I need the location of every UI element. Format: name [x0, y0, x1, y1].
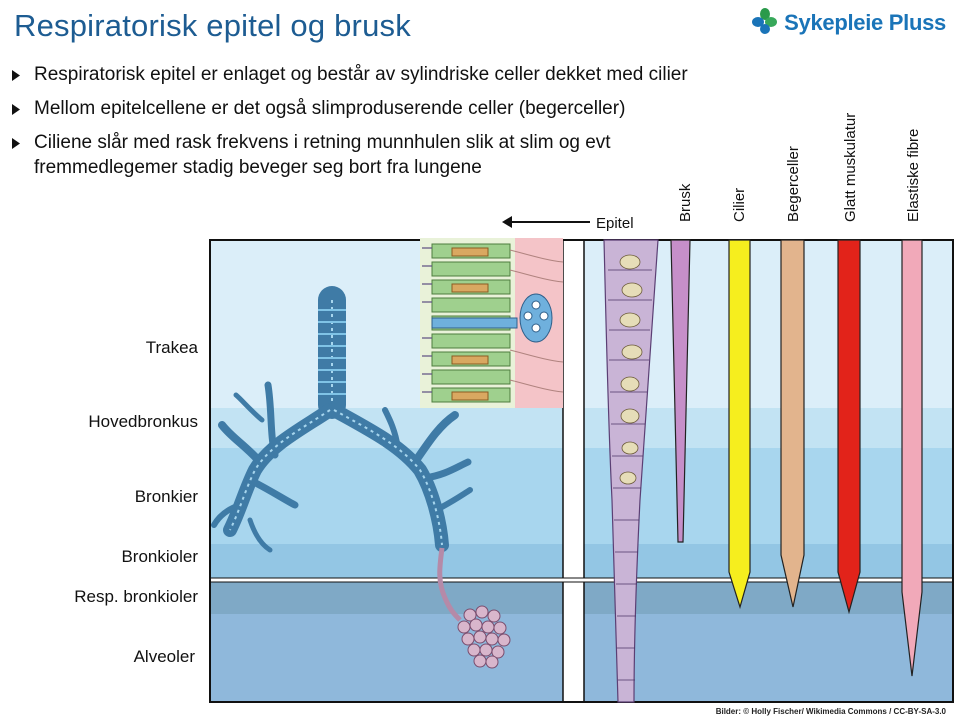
brand-logo: Sykepleie Pluss	[752, 4, 946, 42]
epithelium-closeup	[420, 238, 564, 408]
zone-label-hovedbronkus: Hovedbronkus	[88, 412, 198, 431]
bar-elastiske-fibre	[901, 239, 923, 677]
bullet-text: Respiratorisk epitel er enlaget og bestå…	[34, 64, 688, 85]
bar-cilier	[728, 239, 751, 610]
bullet-list: Respiratorisk epitel er enlaget og bestå…	[12, 62, 772, 189]
column-label-begerceller: Begerceller	[785, 146, 802, 222]
bullet-text: Mellom epitelcellene er det også slimpro…	[34, 98, 626, 119]
zone-labels: Trakea Hovedbronkus Bronkier Bronkioler …	[74, 338, 198, 666]
bar-brusk	[670, 239, 691, 543]
triangle-bullet-icon	[12, 62, 34, 81]
zone-label-bronkier: Bronkier	[135, 487, 199, 506]
bullet-text: Ciliene slår med rask frekvens i retning…	[34, 132, 611, 178]
column-label-cilier: Cilier	[731, 188, 748, 222]
column-labels: Brusk Cilier Begerceller Glatt muskulatu…	[677, 113, 922, 222]
bar-glatt-muskulatur	[837, 239, 861, 615]
triangle-bullet-icon	[12, 96, 34, 115]
bullet-item: Respiratorisk epitel er enlaget og bestå…	[12, 62, 772, 87]
epithelium-strip	[603, 239, 659, 703]
epitel-pointer: Epitel	[502, 215, 634, 232]
bullet-item: Ciliene slår med rask frekvens i retning…	[12, 130, 692, 180]
logo-text: Sykepleie Pluss	[784, 10, 946, 35]
tissue-bars	[670, 239, 923, 677]
bronchial-tree-illustration	[211, 286, 511, 669]
slide-title: Respiratorisk epitel og brusk	[14, 8, 411, 43]
bullet-item: Mellom epitelcellene er det også slimpro…	[12, 96, 772, 121]
column-label-glatt-muskulatur: Glatt muskulatur	[842, 113, 859, 222]
leaf-cluster-icon	[752, 7, 778, 40]
zone-label-trakea: Trakea	[146, 338, 199, 357]
triangle-bullet-icon	[12, 130, 34, 149]
zone-label-alveoler: Alveoler	[134, 647, 196, 666]
image-credit: Bilder: © Holly Fischer/ Wikimedia Commo…	[715, 707, 946, 716]
epitel-label: Epitel	[596, 215, 634, 232]
zone-label-resp-bronkioler: Resp. bronkioler	[74, 587, 198, 606]
bar-begerceller	[780, 239, 805, 608]
column-label-elastiske-fibre: Elastiske fibre	[905, 129, 922, 222]
zone-label-bronkioler: Bronkioler	[121, 547, 198, 566]
column-label-brusk: Brusk	[677, 183, 694, 222]
